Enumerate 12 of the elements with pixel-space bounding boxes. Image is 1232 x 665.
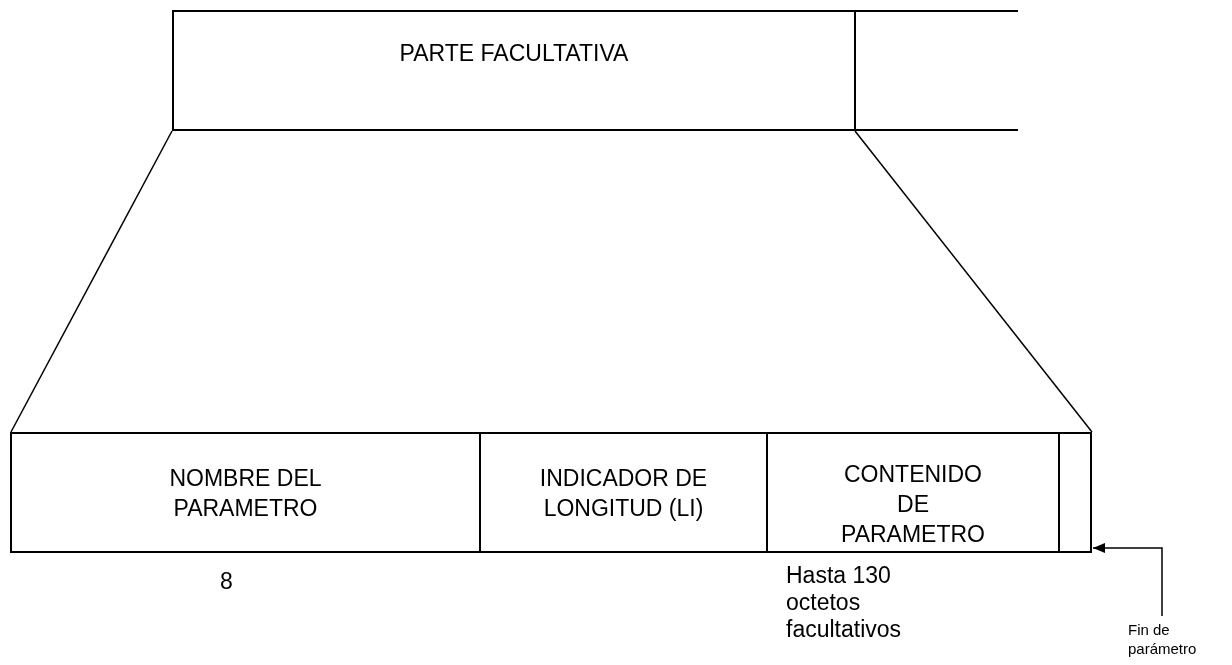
field-label: CONTENIDO DE PARAMETRO (840, 460, 986, 549)
field-label: PARTE FACULTATIVA (399, 39, 629, 68)
arrow (1092, 543, 1163, 617)
connector-line (10, 130, 173, 433)
field-box (1058, 432, 1092, 553)
connector-line (854, 130, 1093, 433)
field-box (855, 10, 1018, 131)
note-text: Fin de parámetro (1128, 620, 1198, 658)
length-note: Hasta 130 octetos facultativos (786, 562, 903, 643)
field-label: INDICADOR DE LONGITUD (LI) (538, 463, 709, 523)
field-label: NOMBRE DEL PARAMETRO (168, 463, 323, 523)
length-label: 8 (220, 568, 234, 595)
